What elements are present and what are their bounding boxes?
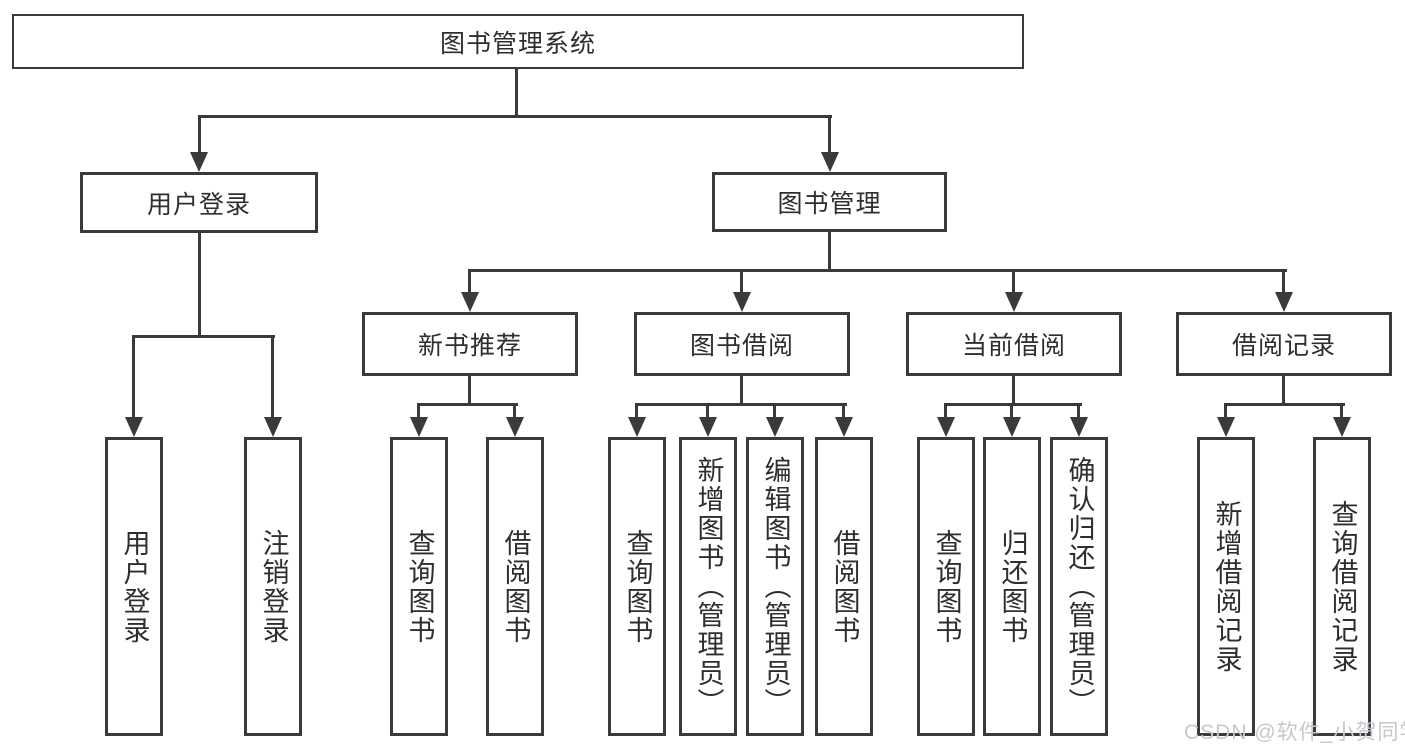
node-new-book-recommend-label: 新书推荐 [417,332,522,360]
leaf-edit-books-admin: 编辑图书（管理员） [746,437,804,736]
arrowhead-down-icon [506,417,524,437]
leaf-return-books: 归还图书 [983,437,1041,736]
connector-borrow-elbow [635,403,847,406]
connector-book-management-trunk [828,232,831,271]
connector-to-leaf [417,403,420,420]
node-book-management-label: 图书管理 [777,190,882,218]
leaf-query-books-borrow: 查询图书 [608,437,666,736]
node-user-login: 用户登录 [80,172,318,233]
leaf-label: 编辑图书（管理员） [760,456,791,717]
connector-current-trunk [1012,376,1015,406]
arrowhead-down-icon [125,417,143,437]
arrowhead-down-icon [835,417,853,437]
arrowhead-down-icon [1275,292,1293,312]
leaf-add-borrow-record: 新增借阅记录 [1197,437,1255,736]
arrowhead-down-icon [733,292,751,312]
connector-to-user-login [198,115,201,156]
node-borrow-records-label: 借阅记录 [1231,332,1336,360]
connector-to-leaf [773,403,776,420]
node-book-borrow: 图书借阅 [634,312,850,376]
node-root-label: 图书管理系统 [439,29,596,58]
connector-to-current-borrow [1012,269,1015,296]
leaf-add-books-admin: 新增图书（管理员） [679,437,737,736]
connector-to-book-borrow [740,269,743,296]
leaf-borrow-books: 借阅图书 [815,437,873,736]
leaf-query-books-current: 查询图书 [917,437,975,736]
leaf-label: 借阅图书 [500,528,531,645]
arrowhead-down-icon [1217,417,1235,437]
connector-to-leaf [513,403,516,420]
connector-level3-elbow [468,269,1287,272]
connector-recommend-trunk [468,376,471,406]
connector-root-trunk [515,69,518,117]
leaf-label: 确认归还（管理员） [1064,456,1095,717]
leaf-label: 注销登录 [258,528,289,645]
node-current-borrow: 当前借阅 [906,312,1122,376]
connector-to-borrow-records [1282,269,1285,296]
connector-current-elbow [944,403,1082,406]
node-book-management: 图书管理 [712,172,947,232]
connector-to-new-book-recommend [468,269,471,296]
arrowhead-down-icon [821,152,839,172]
node-borrow-records: 借阅记录 [1176,312,1392,376]
leaf-label: 查询图书 [404,528,435,645]
arrowhead-down-icon [461,292,479,312]
arrowhead-down-icon [264,417,282,437]
arrowhead-down-icon [937,417,955,437]
node-current-borrow-label: 当前借阅 [961,332,1066,360]
arrowhead-down-icon [628,417,646,437]
leaf-label: 新增图书（管理员） [693,456,724,717]
node-book-borrow-label: 图书借阅 [689,332,794,360]
connector-to-leaf [842,403,845,420]
connector-to-leaf [944,403,947,420]
connector-user-login-trunk [198,233,201,337]
node-new-book-recommend: 新书推荐 [362,312,578,376]
arrowhead-down-icon [1070,417,1088,437]
connector-to-leaf [706,403,709,420]
arrowhead-down-icon [1333,417,1351,437]
arrowhead-down-icon [410,417,428,437]
leaf-label: 借阅图书 [829,528,860,645]
watermark-text: CSDN @软件_小贺同学 [1184,721,1405,744]
arrowhead-down-icon [699,417,717,437]
leaf-label: 查询图书 [622,528,653,645]
connector-to-leaf [1077,403,1080,420]
connector-borrow-trunk [740,376,743,406]
connector-level2-elbow [198,115,832,118]
connector-records-trunk [1282,376,1285,406]
connector-to-leaf [271,335,274,420]
arrowhead-down-icon [190,152,208,172]
leaf-label: 用户登录 [119,528,150,645]
leaf-label: 查询借阅记录 [1327,499,1358,674]
connector-recommend-elbow [417,403,518,406]
leaf-label: 新增借阅记录 [1211,499,1242,674]
connector-to-book-management [828,115,831,156]
connector-to-leaf [635,403,638,420]
leaf-query-books-recommend: 查询图书 [390,437,448,736]
leaf-label: 查询图书 [931,528,962,645]
leaf-logout: 注销登录 [244,437,302,736]
leaf-user-login: 用户登录 [105,437,163,736]
node-root-system: 图书管理系统 [12,14,1024,69]
connector-user-login-elbow [132,335,275,338]
leaf-label: 归还图书 [997,528,1028,645]
connector-to-leaf [1224,403,1227,420]
connector-to-leaf [132,335,135,420]
connector-to-leaf [1340,403,1343,420]
connector-to-leaf [1010,403,1013,420]
arrowhead-down-icon [766,417,784,437]
node-user-login-label: 用户登录 [146,190,251,219]
leaf-confirm-return-admin: 确认归还（管理员） [1050,437,1108,736]
leaf-query-borrow-record: 查询借阅记录 [1313,437,1371,736]
arrowhead-down-icon [1003,417,1021,437]
connector-records-elbow [1224,403,1345,406]
leaf-borrow-books-recommend: 借阅图书 [486,437,544,736]
arrowhead-down-icon [1005,292,1023,312]
